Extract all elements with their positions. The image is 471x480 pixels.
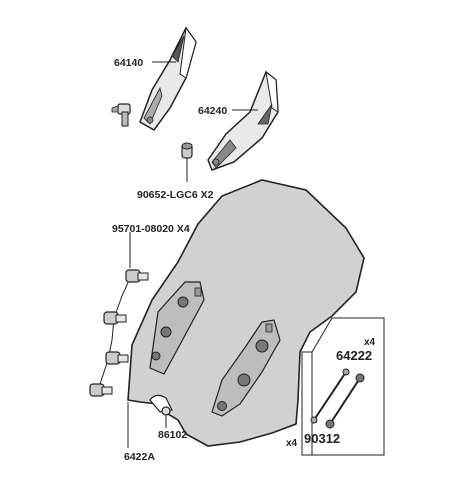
grommet <box>149 394 173 416</box>
screw-set-label: 95701-08020 X4 <box>112 223 190 235</box>
bracket-qty-label: x4 <box>364 337 376 348</box>
left-trim-piece <box>207 70 279 171</box>
right-trim-label: 64140 <box>114 57 143 69</box>
trim-screw <box>181 142 193 159</box>
screw-2 <box>103 311 127 325</box>
right-trim-piece <box>139 26 197 131</box>
screw-1 <box>125 269 149 283</box>
screw-3 <box>105 351 129 365</box>
leader-lines <box>127 61 258 448</box>
nut-label: 90312 <box>304 431 340 446</box>
left-trim-label: 64240 <box>198 105 227 117</box>
left-mount-slot <box>149 281 205 375</box>
bracket-rod-2 <box>325 373 365 429</box>
right-mount-slot <box>211 319 281 417</box>
windshield-label: 6422A <box>124 451 155 463</box>
windshield <box>127 179 365 447</box>
nut-qty-label: x4 <box>286 438 298 449</box>
screw-4 <box>89 383 113 397</box>
grommet-label: 86102 <box>158 429 187 441</box>
trim-clip <box>111 103 131 127</box>
bracket-kit <box>301 317 385 456</box>
bracket-rod-1 <box>310 368 350 424</box>
trim-screw-label: 90652-LGC6 X2 <box>137 189 214 201</box>
screw-set <box>89 269 149 397</box>
bracket-label: 64222 <box>336 348 372 363</box>
